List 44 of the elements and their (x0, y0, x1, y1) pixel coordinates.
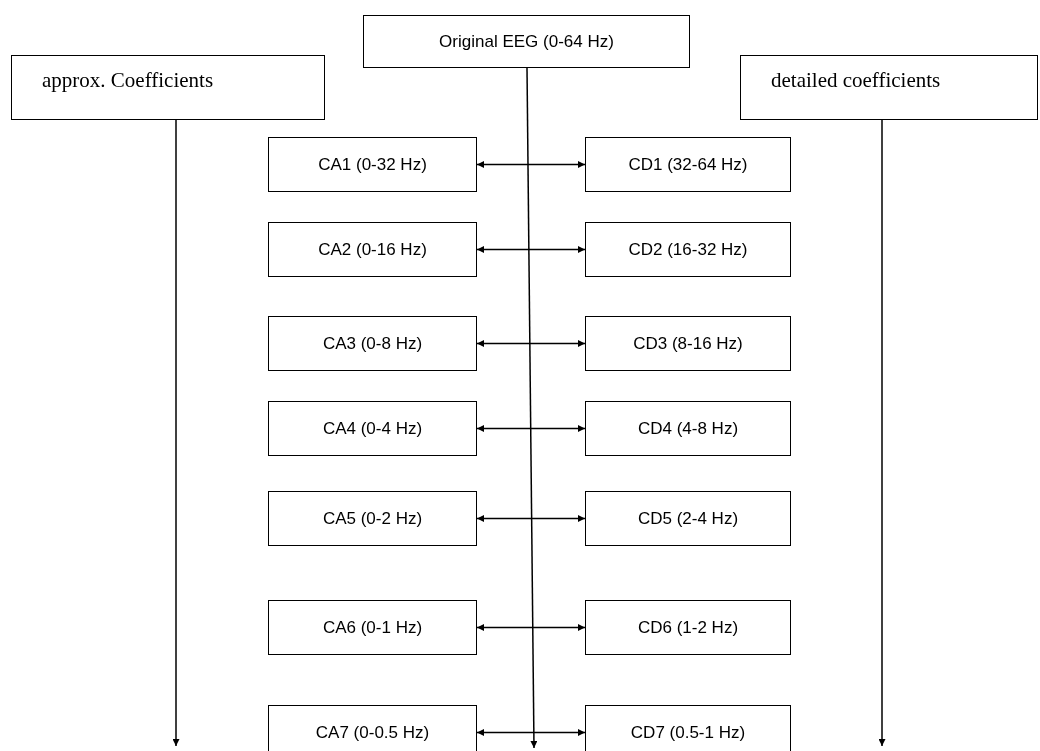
box-label: CD7 (0.5-1 Hz) (630, 722, 746, 743)
coefficient-box (268, 705, 477, 751)
coefficient-box (268, 222, 477, 277)
box-label: CA7 (0-0.5 Hz) (315, 722, 430, 743)
box-label: CD2 (16-32 Hz) (628, 239, 748, 260)
arrow (476, 729, 586, 736)
box-label: CD6 (1-2 Hz) (637, 617, 739, 638)
coefficient-box (585, 705, 791, 751)
box-label: Original EEG (0-64 Hz) (439, 31, 614, 52)
arrow (476, 515, 586, 522)
coefficient-box (585, 222, 791, 277)
coefficient-box (585, 600, 791, 655)
box-label: CD3 (8-16 Hz) (633, 333, 743, 354)
arrow (878, 119, 886, 747)
coefficient-box (585, 316, 791, 371)
arrow (476, 161, 586, 168)
box-label: CD4 (4-8 Hz) (637, 418, 739, 439)
arrow (476, 624, 586, 631)
coefficient-box (268, 401, 477, 456)
box-label: CA2 (0-16 Hz) (318, 239, 427, 260)
coefficient-box (268, 316, 477, 371)
box-label: CD5 (2-4 Hz) (637, 508, 739, 529)
header-box (11, 55, 325, 120)
arrow (476, 246, 586, 253)
header-box (740, 55, 1038, 120)
coefficient-box (585, 137, 791, 192)
arrow (476, 340, 586, 347)
header-box (363, 15, 690, 68)
coefficient-box (585, 401, 791, 456)
box-label: approx. Coefficients (42, 68, 214, 93)
arrow (476, 425, 586, 432)
box-label: detailed coefficients (771, 68, 941, 93)
arrow (172, 119, 180, 747)
box-label: CA6 (0-1 Hz) (322, 617, 423, 638)
coefficient-box (585, 491, 791, 546)
box-label: CA1 (0-32 Hz) (318, 154, 427, 175)
arrow (526, 67, 538, 749)
box-label: CA5 (0-2 Hz) (322, 508, 423, 529)
coefficient-box (268, 491, 477, 546)
box-label: CA3 (0-8 Hz) (322, 333, 423, 354)
box-label: CD1 (32-64 Hz) (628, 154, 748, 175)
box-label: CA4 (0-4 Hz) (322, 418, 423, 439)
coefficient-box (268, 137, 477, 192)
coefficient-box (268, 600, 477, 655)
